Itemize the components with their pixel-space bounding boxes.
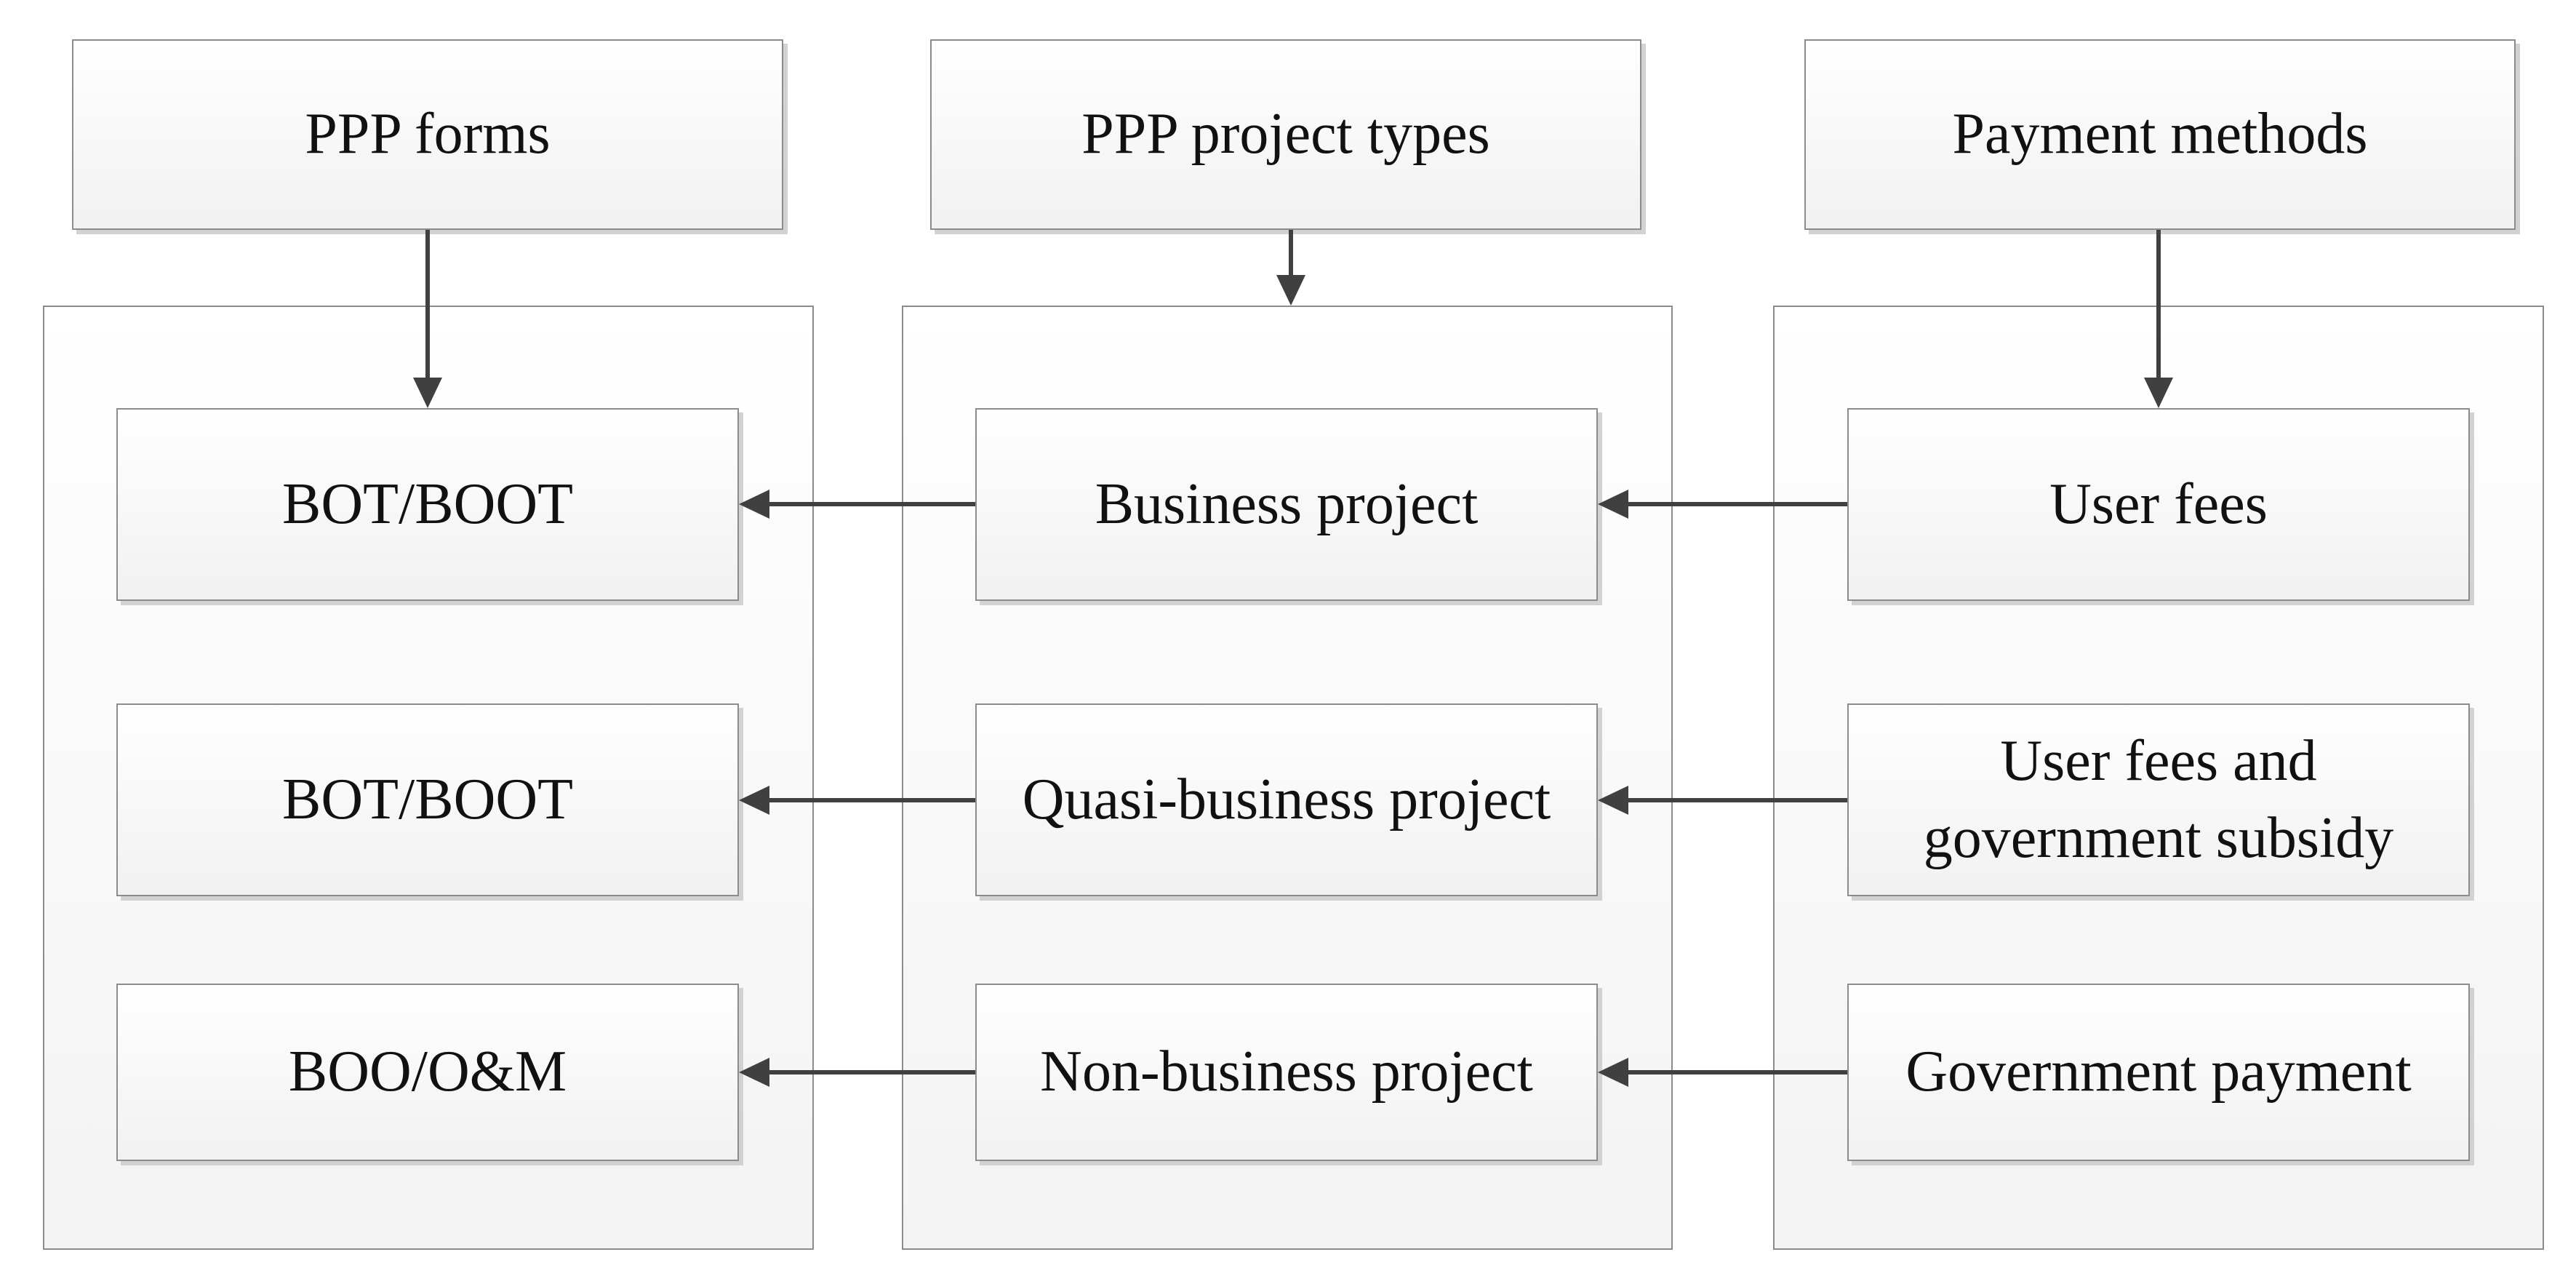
payment-box-business: User fees	[1847, 408, 2470, 601]
arrow-types-header	[1276, 230, 1305, 306]
form-box-non-business: BOO/O&M	[116, 984, 739, 1161]
payment-label-quasi-business-line1: User fees and	[2000, 728, 2317, 793]
payment-label-quasi-business-line2: government subsidy	[1923, 805, 2394, 870]
payment-label-business: User fees	[2049, 471, 2268, 536]
arrow-quasi-to-form	[739, 786, 975, 815]
form-label-quasi-business: BOT/BOOT	[282, 767, 573, 832]
arrow-payment-header	[2144, 230, 2173, 408]
header-ppp-forms-label: PPP forms	[305, 102, 551, 167]
form-box-quasi-business: BOT/BOOT	[116, 703, 739, 896]
header-ppp-project-types-label: PPP project types	[1081, 102, 1490, 167]
payment-box-non-business: Government payment	[1847, 984, 2470, 1161]
arrow-business-to-form	[739, 490, 975, 519]
header-ppp-project-types: PPP project types	[930, 39, 1641, 230]
arrow-nonbusiness-to-form	[739, 1058, 975, 1087]
payment-box-quasi-business: User fees and government subsidy	[1847, 703, 2470, 896]
arrow-payment-to-business	[1598, 490, 1847, 519]
header-payment-methods: Payment methods	[1804, 39, 2516, 230]
type-box-business: Business project	[975, 408, 1598, 601]
form-label-business: BOT/BOOT	[282, 471, 573, 536]
payment-label-non-business: Government payment	[1905, 1040, 2412, 1104]
form-box-business: BOT/BOOT	[116, 408, 739, 601]
arrow-payment-to-nonbusiness	[1598, 1058, 1847, 1087]
arrow-payment-to-quasi	[1598, 786, 1847, 815]
header-ppp-forms: PPP forms	[72, 39, 783, 230]
type-box-non-business: Non-business project	[975, 984, 1598, 1161]
type-label-business: Business project	[1095, 471, 1479, 536]
form-label-non-business: BOO/O&M	[288, 1040, 567, 1104]
type-label-quasi-business: Quasi-business project	[1022, 767, 1551, 832]
header-payment-methods-label: Payment methods	[1952, 102, 2368, 167]
type-label-non-business: Non-business project	[1040, 1040, 1533, 1104]
arrow-forms-header	[413, 230, 442, 408]
type-box-quasi-business: Quasi-business project	[975, 703, 1598, 896]
